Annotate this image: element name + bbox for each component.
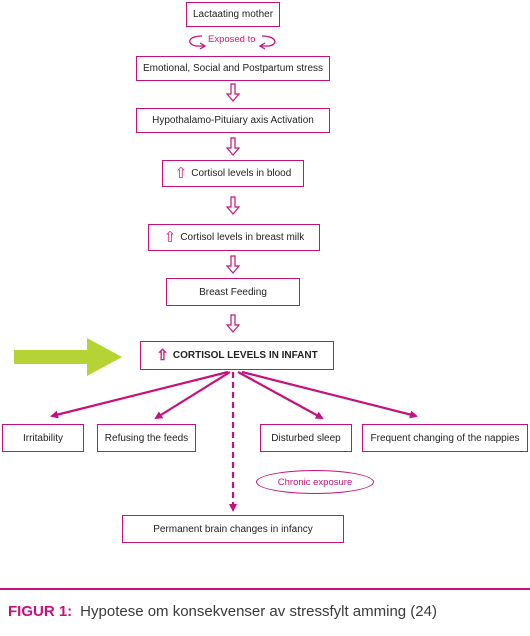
node-frequent-nappies: Frequent changing of the nappies bbox=[362, 424, 528, 452]
chronic-exposure-label: Chronic exposure bbox=[256, 470, 374, 494]
node-label: Lactaating mother bbox=[192, 9, 274, 20]
highlight-arrow bbox=[14, 338, 122, 376]
node-label: Permanent brain changes in infancy bbox=[153, 523, 313, 535]
up-arrow-icon: ⇧ bbox=[174, 165, 188, 182]
node-label: Hypothalamo-Pituiary axis Activation bbox=[152, 115, 314, 126]
node-cortisol-milk: ⇧Cortisol levels in breast milk bbox=[148, 224, 320, 251]
exposed-curl-right bbox=[258, 35, 276, 50]
exposed-to-label: Exposed to bbox=[208, 34, 256, 45]
node-label: Irritability bbox=[22, 432, 63, 444]
branch-lines bbox=[50, 370, 418, 512]
node-label: CORTISOL LEVELS IN INFANT bbox=[172, 350, 318, 361]
oval-label: Chronic exposure bbox=[277, 476, 353, 488]
exposed-curl-left bbox=[189, 35, 207, 50]
node-label: Disturbed sleep bbox=[271, 432, 341, 444]
node-breast-feeding: Breast Feeding bbox=[166, 278, 300, 306]
node-label: Breast Feeding bbox=[199, 286, 267, 298]
node-cortisol-infant: ⇧CORTISOL LEVELS IN INFANT bbox=[140, 341, 334, 370]
down-arrows bbox=[225, 83, 241, 333]
figure-caption: FIGUR 1: Hypotese om konsekvenser av stre… bbox=[8, 603, 437, 620]
node-irritability: Irritability bbox=[2, 424, 84, 452]
up-arrow-icon: ⇧ bbox=[156, 347, 169, 364]
node-label: Cortisol levels in blood bbox=[191, 168, 292, 179]
node-cortisol-blood: ⇧Cortisol levels in blood bbox=[162, 160, 304, 187]
caption-rule bbox=[0, 588, 530, 590]
node-lactating-mother: Lactaating mother bbox=[186, 2, 280, 27]
node-label: Refusing the feeds bbox=[104, 432, 189, 444]
node-label: Frequent changing of the nappies bbox=[370, 432, 520, 444]
caption-text: Hypotese om konsekvenser av stressfylt a… bbox=[80, 603, 437, 620]
caption-label: FIGUR 1: bbox=[8, 603, 73, 620]
node-refusing-feeds: Refusing the feeds bbox=[97, 424, 196, 452]
up-arrow-icon: ⇧ bbox=[163, 229, 177, 246]
node-label: Cortisol levels in breast milk bbox=[180, 232, 305, 243]
node-brain-changes: Permanent brain changes in infancy bbox=[122, 515, 344, 543]
node-hpa-activation: Hypothalamo-Pituiary axis Activation bbox=[136, 108, 330, 133]
node-label: Emotional, Social and Postpartum stress bbox=[142, 63, 324, 74]
node-stress: Emotional, Social and Postpartum stress bbox=[136, 56, 330, 81]
node-disturbed-sleep: Disturbed sleep bbox=[260, 424, 352, 452]
